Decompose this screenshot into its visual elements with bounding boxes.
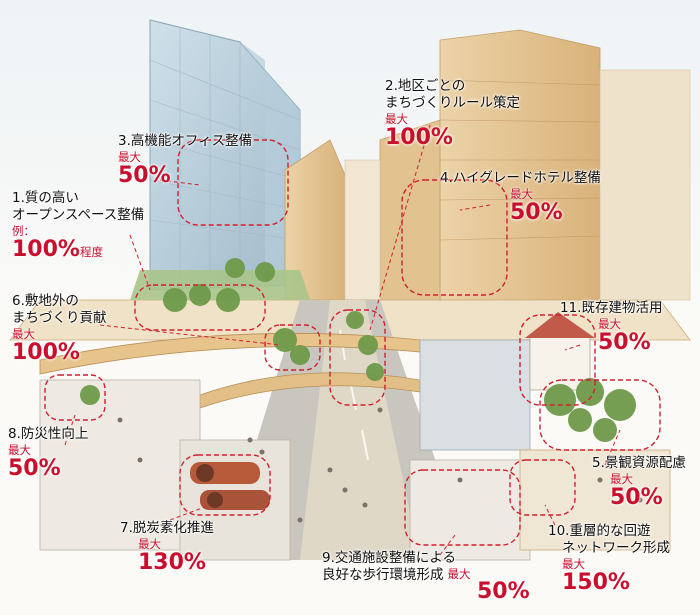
leader-lines <box>64 124 621 556</box>
label-disaster-title: 8.防災性向上 <box>8 426 89 442</box>
far-building-2 <box>344 159 381 301</box>
label-district-rules-kind: 最大 <box>385 111 408 126</box>
highlight-regions <box>44 139 661 546</box>
label-offsite-title-1: 6.敷地外の <box>12 293 79 309</box>
label-district-rules-title-2: まちづくりルール策定 <box>385 94 520 111</box>
label-office-kind: 最大 <box>118 149 141 164</box>
right-tower <box>439 29 601 301</box>
lower-right-hall <box>519 449 671 551</box>
label-landscape-kind: 最大 <box>610 471 633 486</box>
region-office <box>177 139 289 226</box>
energy-equipment <box>190 462 270 510</box>
label-office: 3.高機能オフィス整備 最大 50% <box>118 133 252 188</box>
label-landscape: 5.景観資源配慮 最大 50% <box>592 455 686 510</box>
label-transport-value: 50% <box>477 578 530 604</box>
region-network <box>509 459 576 516</box>
label-transport-kind: 最大 <box>447 566 471 581</box>
label-hotel-kind: 最大 <box>510 186 533 201</box>
label-hotel-value: 50% <box>510 200 563 226</box>
label-open-space-title-2: オープンスペース整備 <box>12 206 145 223</box>
label-decarbonization-kind: 最大 <box>138 536 161 551</box>
region-street <box>329 309 386 406</box>
label-disaster: 8.防災性向上 最大 50% <box>8 426 88 481</box>
label-heritage-title: 11.既存建物活用 <box>560 300 663 316</box>
trees <box>80 258 636 442</box>
label-open-space-value: 100%程度 <box>12 237 103 263</box>
far-building-1 <box>599 69 691 301</box>
label-offsite-kind: 最大 <box>12 326 35 341</box>
label-office-title: 3.高機能オフィス整備 <box>118 133 253 149</box>
label-open-space-title-1: 1.質の高い <box>12 190 79 206</box>
label-transport: 9.交通施設整備による 良好な歩行環境形成最大 50% <box>322 550 530 604</box>
region-landscape <box>539 379 661 451</box>
label-offsite-title-2: まちづくり貢献 <box>12 309 107 326</box>
label-disaster-kind: 最大 <box>8 442 31 457</box>
label-district-rules-title-1: 2.地区ごとの <box>385 78 466 94</box>
label-heritage-value: 50% <box>598 330 651 356</box>
label-network: 10.重層的な回遊 ネットワーク形成 最大 150% <box>548 523 670 595</box>
label-heritage: 11.既存建物活用 最大 50% <box>560 300 662 355</box>
region-decarb <box>179 454 271 516</box>
region-heritage <box>519 314 596 406</box>
label-open-space: 1.質の高い オープンスペース整備 例： 100%程度 <box>12 190 144 262</box>
right-station <box>419 339 531 451</box>
label-network-title-1: 10.重層的な回遊 <box>548 523 651 539</box>
label-office-value: 50% <box>118 163 171 189</box>
label-transport-title-2: 良好な歩行環境形成最大 <box>322 566 471 583</box>
label-network-title-2: ネットワーク形成 <box>562 539 670 556</box>
region-offsite <box>264 324 321 371</box>
label-district-rules-value: 100% <box>385 125 453 151</box>
label-open-space-kind: 例： <box>12 223 35 238</box>
label-landscape-value: 50% <box>610 485 663 511</box>
label-decarbonization-title: 7.脱炭素化推進 <box>120 520 214 536</box>
label-heritage-kind: 最大 <box>598 316 621 331</box>
label-disaster-value: 50% <box>8 456 61 482</box>
label-offsite: 6.敷地外の まちづくり貢献 最大 100% <box>12 293 107 365</box>
label-open-space-suffix: 程度 <box>79 245 103 260</box>
region-transport <box>404 469 521 546</box>
label-decarbonization-value: 130% <box>138 550 206 576</box>
people <box>117 407 643 523</box>
label-district-rules: 2.地区ごとの まちづくりルール策定 最大 100% <box>385 78 520 150</box>
region-hotel <box>401 179 508 296</box>
historic-roof <box>525 312 595 338</box>
region-disaster <box>44 374 106 421</box>
label-transport-title-1: 9.交通施設整備による <box>322 550 456 566</box>
label-network-kind: 最大 <box>562 556 585 571</box>
label-hotel: 4.ハイグレードホテル整備 最大 50% <box>440 170 601 225</box>
label-decarbonization: 7.脱炭素化推進 最大 130% <box>120 520 214 575</box>
label-hotel-title: 4.ハイグレードホテル整備 <box>440 170 601 186</box>
label-offsite-value: 100% <box>12 340 80 366</box>
basement-left <box>39 379 201 551</box>
label-network-value: 150% <box>562 570 630 596</box>
label-landscape-title: 5.景観資源配慮 <box>592 455 686 471</box>
